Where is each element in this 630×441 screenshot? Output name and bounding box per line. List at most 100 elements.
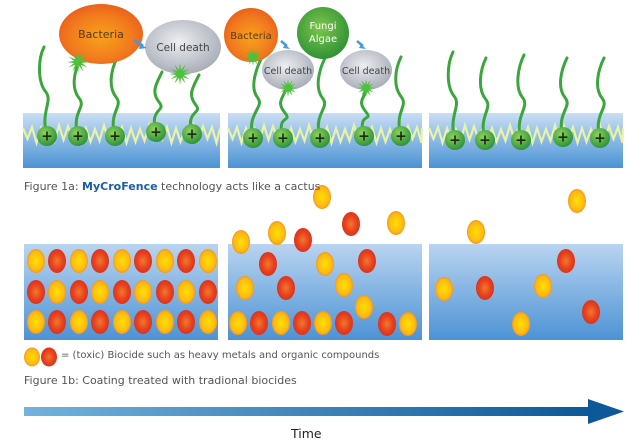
yellow-biocide-particle bbox=[229, 311, 247, 335]
stalk bbox=[596, 56, 606, 140]
yellow-biocide-particle bbox=[467, 220, 485, 244]
figure-1b bbox=[24, 185, 623, 367]
plus-sign-icon: + bbox=[150, 125, 162, 141]
red-biocide-particle bbox=[27, 280, 45, 304]
time-arrow bbox=[24, 399, 624, 424]
positive-charge-ball bbox=[105, 126, 125, 146]
yellow-biocide-particle bbox=[399, 312, 417, 336]
figure-1a-caption: Figure 1a: MyCroFence technology acts li… bbox=[24, 180, 320, 193]
plus-sign-icon: + bbox=[557, 130, 569, 146]
red-biocide-particle bbox=[582, 300, 600, 324]
yellow-biocide-particle bbox=[313, 185, 331, 209]
yellow-biocide-particle bbox=[199, 310, 217, 334]
positive-charge-ball bbox=[310, 128, 330, 148]
yellow-biocide-particle bbox=[268, 221, 286, 245]
stalk bbox=[360, 86, 370, 138]
spike-burst-icon bbox=[169, 63, 191, 85]
stalk bbox=[516, 53, 527, 142]
yellow-biocide-particle bbox=[156, 310, 174, 334]
stalk bbox=[109, 56, 120, 138]
red-biocide-particle bbox=[48, 249, 66, 273]
plus-sign-icon: + bbox=[109, 129, 121, 145]
positive-charge-ball bbox=[182, 124, 202, 144]
yellow-biocide-particle bbox=[113, 249, 131, 273]
yellow-biocide-particle bbox=[199, 249, 217, 273]
positive-charge-ball bbox=[391, 126, 411, 146]
plus-sign-icon: + bbox=[72, 129, 84, 145]
spike-burst-icon bbox=[357, 79, 375, 97]
red-biocide-particle bbox=[294, 228, 312, 252]
spike-bursts bbox=[67, 48, 375, 97]
yellow-biocide-particle bbox=[236, 276, 254, 300]
stalk bbox=[279, 86, 289, 140]
cationic-stalks: +++++++++++++++ bbox=[37, 45, 610, 150]
plus-sign-icon: + bbox=[449, 133, 461, 149]
caption-prefix: Figure 1a: bbox=[24, 180, 83, 193]
red-biocide-particle bbox=[557, 249, 575, 273]
transition-arrow-icon bbox=[139, 44, 147, 49]
yellow-biocide-particle bbox=[70, 249, 88, 273]
spike-burst-icon bbox=[244, 48, 262, 66]
bacteria-label: Bacteria bbox=[78, 28, 124, 41]
figure-1b-caption: Figure 1b: Coating treated with tradiona… bbox=[24, 374, 297, 387]
cell-death-label: Cell death bbox=[342, 66, 390, 77]
organisms: Bacteria Cell death Bacteria Cell death … bbox=[59, 4, 392, 90]
figure-1a: +++++++++++++++ Bacteria Cell death Bact… bbox=[21, 4, 625, 168]
red-biocide-particle bbox=[335, 311, 353, 335]
yellow-biocide-particle bbox=[435, 277, 453, 301]
yellow-biocide-particle bbox=[113, 310, 131, 334]
stalk bbox=[394, 55, 405, 138]
red-biocide-particle bbox=[70, 280, 88, 304]
plus-sign-icon: + bbox=[594, 131, 606, 147]
stalk bbox=[38, 45, 50, 138]
transition-arrow-icon bbox=[359, 44, 366, 49]
plus-sign-icon: + bbox=[41, 129, 53, 145]
stalk bbox=[152, 70, 164, 134]
stalk bbox=[479, 56, 490, 142]
yellow-biocide-particle bbox=[48, 280, 66, 304]
red-biocide-particle bbox=[342, 212, 360, 236]
red-biocide-particle bbox=[293, 311, 311, 335]
plus-sign-icon: + bbox=[247, 131, 259, 147]
yellow-biocide-particle bbox=[156, 249, 174, 273]
stalk bbox=[316, 56, 327, 140]
yellow-biocide-particle bbox=[512, 312, 530, 336]
yellow-biocide-particle bbox=[91, 280, 109, 304]
spike-burst-icon bbox=[279, 79, 297, 97]
yellow-biocide-particle bbox=[387, 211, 405, 235]
bacteria-cell: Bacteria bbox=[59, 4, 143, 64]
bacteria-cell: Bacteria bbox=[224, 8, 278, 62]
yellow-biocide-particle bbox=[272, 311, 290, 335]
positive-charge-ball bbox=[243, 128, 263, 148]
plus-sign-icon: + bbox=[277, 131, 289, 147]
positive-charge-ball bbox=[590, 128, 610, 148]
red-biocide-particle bbox=[259, 252, 277, 276]
positive-charge-ball bbox=[68, 126, 88, 146]
red-biocide-particle bbox=[91, 249, 109, 273]
stalk bbox=[72, 58, 83, 138]
algae-label: Algae bbox=[309, 34, 337, 45]
arrowhead-icon bbox=[588, 399, 624, 424]
biocide-legend-text: = (toxic) Biocide such as heavy metals a… bbox=[61, 350, 380, 361]
cell-death-label: Cell death bbox=[264, 66, 312, 77]
positive-charge-ball bbox=[553, 127, 573, 147]
bacteria-label: Bacteria bbox=[230, 31, 272, 42]
plus-sign-icon: + bbox=[314, 131, 326, 147]
red-biocide-particle bbox=[134, 310, 152, 334]
cell-death-cell: Cell death bbox=[145, 20, 221, 74]
positive-charge-ball bbox=[354, 126, 374, 146]
yellow-biocide-particle bbox=[316, 252, 334, 276]
legend-yellow-biocide-icon bbox=[24, 347, 40, 367]
stalk bbox=[188, 73, 201, 136]
yellow-biocide-particle bbox=[27, 310, 45, 334]
transition-arrow-icon bbox=[283, 44, 290, 49]
red-biocide-particle bbox=[113, 280, 131, 304]
positive-charge-ball bbox=[475, 130, 495, 150]
red-biocide-particle bbox=[177, 249, 195, 273]
stalk bbox=[559, 56, 569, 139]
plus-sign-icon: + bbox=[515, 133, 527, 149]
stalk bbox=[446, 50, 459, 142]
yellow-biocide-particle bbox=[534, 274, 552, 298]
yellow-biocide-particle bbox=[232, 230, 250, 254]
